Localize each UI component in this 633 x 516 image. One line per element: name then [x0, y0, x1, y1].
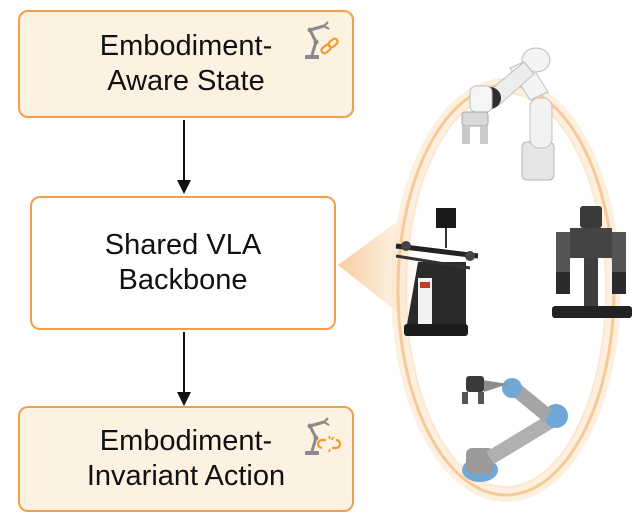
action-box-line1: Embodiment- — [99, 424, 273, 457]
franka-arm-robot — [461, 47, 555, 181]
robot-arm-linked-chain-icon — [305, 21, 339, 59]
ur-arm-robot — [462, 376, 568, 482]
humanoid-bimanual-robot — [552, 206, 632, 318]
arrow-backbone-to-action — [177, 332, 191, 406]
state-box-line2: Aware State — [107, 65, 265, 97]
robot-arm-broken-chain-icon — [305, 417, 342, 455]
state-box-line1: Embodiment- — [99, 29, 273, 62]
backbone-box-line2: Backbone — [118, 264, 248, 296]
mobile-manipulator-robot — [395, 208, 479, 336]
arrow-state-to-backbone — [177, 120, 191, 194]
shared-vla-backbone-box: Shared VLA Backbone — [30, 196, 336, 330]
embodiment-aware-state-box: Embodiment- Aware State — [18, 10, 354, 118]
embodiment-invariant-action-box: Embodiment- Invariant Action — [18, 406, 354, 512]
action-box-line2: Invariant Action — [86, 460, 286, 492]
backbone-box-line1: Shared VLA — [104, 228, 262, 261]
